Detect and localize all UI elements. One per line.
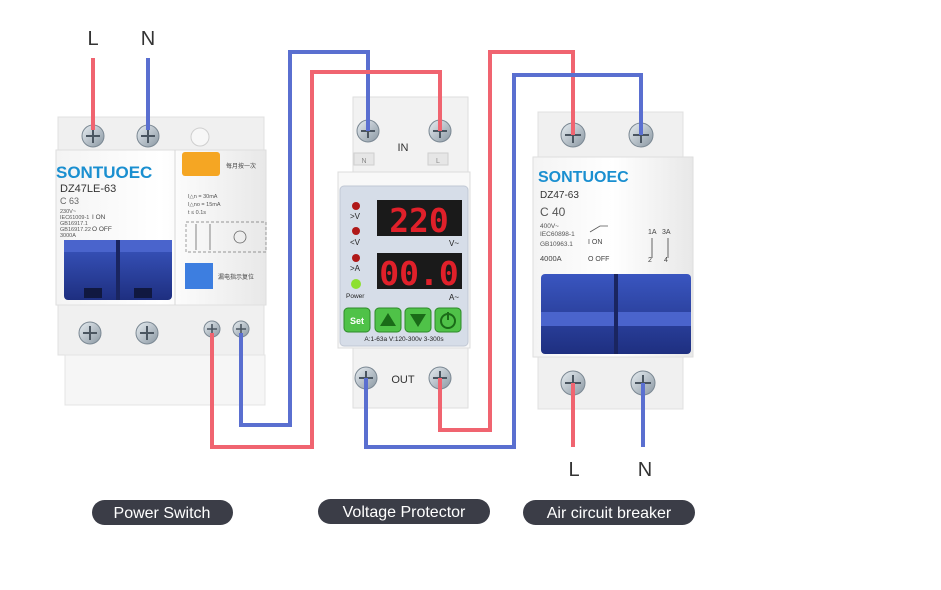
svg-text:I ON: I ON xyxy=(92,214,106,221)
svg-text:N: N xyxy=(361,158,366,165)
svg-text:4000A: 4000A xyxy=(540,254,562,263)
svg-text:O OFF: O OFF xyxy=(92,226,112,233)
over-current-led xyxy=(352,254,360,262)
svg-text:I△n = 30mA: I△n = 30mA xyxy=(188,194,218,200)
test-note: 每月按一次 xyxy=(226,162,256,170)
supply-live-label: L xyxy=(87,28,98,50)
svg-text:GB16917.1: GB16917.1 xyxy=(60,221,88,227)
svg-text:>A: >A xyxy=(350,264,361,273)
svg-text:4: 4 xyxy=(664,257,668,264)
svg-text:2: 2 xyxy=(648,257,652,264)
svg-text:Power Switch: Power Switch xyxy=(114,505,211,522)
air-breaker-brand: SONTUOEC xyxy=(538,169,629,186)
svg-text:IEC61009-1: IEC61009-1 xyxy=(60,215,89,221)
power-led xyxy=(351,279,361,289)
leakage-indicator xyxy=(185,263,213,289)
svg-text:Air circuit breaker: Air circuit breaker xyxy=(547,505,672,522)
svg-text:Set: Set xyxy=(350,316,364,326)
voltage-protector-device: 220 00.0 V~ A~ >V <V >A Power Set A:1-63… xyxy=(337,96,471,409)
svg-text:230V~: 230V~ xyxy=(60,209,76,215)
current-display xyxy=(377,253,462,289)
protector-to-breaker-live xyxy=(438,50,575,432)
caption-voltage-protector: Voltage Protector xyxy=(318,499,490,524)
test-button[interactable] xyxy=(182,152,220,176)
set-button[interactable] xyxy=(343,307,371,333)
svg-text:Power: Power xyxy=(346,293,365,300)
out-label: OUT xyxy=(391,374,415,386)
protector-spec: A:1-63a V:120-300v 3-300s xyxy=(364,336,444,343)
power-switch-device: SONTUOEC DZ47LE-63 C 63 230V~ IEC61009-1… xyxy=(55,116,267,406)
switch-to-protector-live xyxy=(210,70,442,449)
power-switch-rating: C 63 xyxy=(60,196,79,206)
switch-to-protector-neutral xyxy=(239,50,370,427)
arrow-down-icon xyxy=(410,314,426,327)
svg-text:3000A: 3000A xyxy=(60,233,76,239)
air-breaker-rating: C 40 xyxy=(540,205,566,219)
caption-air-breaker: Air circuit breaker xyxy=(523,500,695,525)
voltage-display xyxy=(377,200,462,236)
svg-text:GB16917.22: GB16917.22 xyxy=(60,227,91,233)
arrow-up-icon xyxy=(380,313,396,326)
voltage-reading: 220 xyxy=(389,201,449,240)
svg-text:3A: 3A xyxy=(662,229,671,236)
supply-neutral-label: N xyxy=(141,28,155,50)
svg-text:t ≤ 0.1s: t ≤ 0.1s xyxy=(188,210,206,216)
svg-text:O OFF: O OFF xyxy=(588,256,609,263)
svg-text:V~: V~ xyxy=(449,239,459,248)
caption-power-switch: Power Switch xyxy=(92,500,233,525)
under-voltage-led xyxy=(352,227,360,235)
svg-text:L: L xyxy=(436,158,440,165)
protector-to-breaker-neutral xyxy=(364,73,643,449)
svg-text:IEC60898-1: IEC60898-1 xyxy=(540,231,575,238)
svg-text:I ON: I ON xyxy=(588,239,602,246)
air-breaker-model: DZ47-63 xyxy=(540,190,579,201)
power-switch-brand: SONTUOEC xyxy=(56,163,152,182)
in-label: IN xyxy=(398,142,409,154)
load-neutral-label: N xyxy=(638,459,652,481)
svg-text:GB10963.1: GB10963.1 xyxy=(540,241,573,248)
air-breaker-device: SONTUOEC DZ47-63 C 40 400V~ IEC60898-1 G… xyxy=(532,111,694,410)
power-switch-model: DZ47LE-63 xyxy=(60,183,116,195)
svg-text:A~: A~ xyxy=(449,293,459,302)
indicator-note: 漏电指示复位 xyxy=(218,273,254,281)
svg-text:<V: <V xyxy=(350,238,361,247)
svg-text:I△no = 15mA: I△no = 15mA xyxy=(188,202,221,208)
svg-text:Voltage Protector: Voltage Protector xyxy=(343,504,466,521)
wires xyxy=(91,50,645,449)
current-reading: 00.0 xyxy=(379,254,458,293)
load-live-label: L xyxy=(568,459,579,481)
svg-text:400V~: 400V~ xyxy=(540,223,559,230)
svg-text:1A: 1A xyxy=(648,229,657,236)
svg-text:>V: >V xyxy=(350,212,361,221)
over-voltage-led xyxy=(352,202,360,210)
